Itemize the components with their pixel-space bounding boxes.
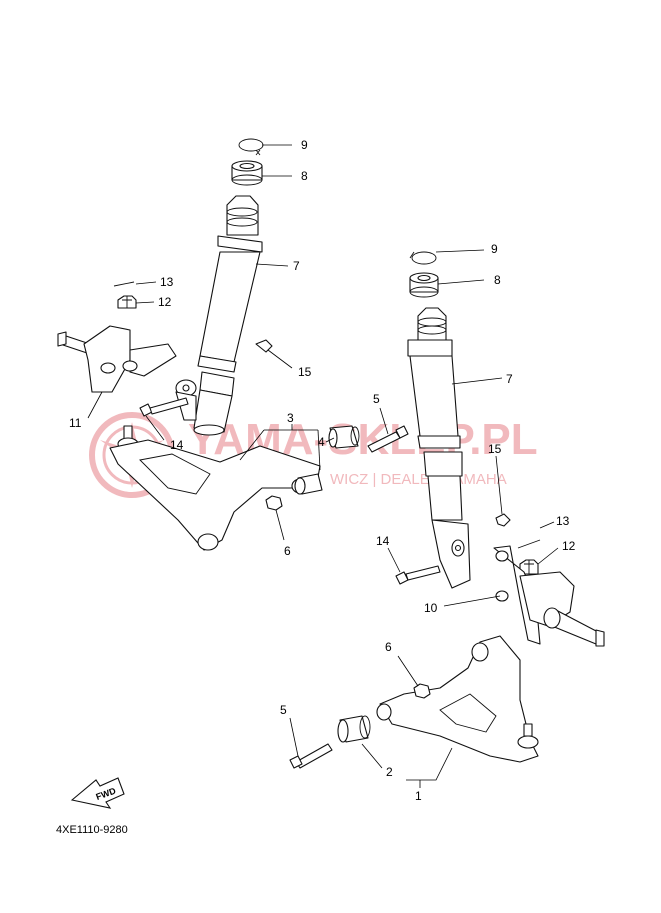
bolt-15-right [495, 513, 511, 527]
callout-14-right: 14 [376, 534, 390, 548]
bolt-15-left [255, 339, 273, 353]
bolt-14-right [395, 565, 441, 585]
castle-nut-left [117, 295, 137, 309]
callout-13-left: 13 [160, 275, 174, 289]
nut-6-right [413, 683, 431, 699]
callout-12-right: 12 [562, 539, 576, 553]
shock-absorber-right [407, 307, 471, 589]
callout-5-upper-right: 5 [373, 392, 380, 406]
callout-8-right: 8 [494, 273, 501, 287]
callout-9-left: 9 [301, 138, 308, 152]
callout-6-left: 6 [284, 544, 291, 558]
callout-2-right: 2 [386, 765, 393, 779]
bushing-left [328, 425, 360, 449]
bolt-5-lower-right [289, 743, 333, 769]
circlip-left [238, 138, 264, 156]
cotter-pin-left [113, 281, 135, 287]
top-nut-left [231, 160, 263, 186]
fwd-arrow-icon: FWD [70, 777, 125, 809]
bolt-14-left [139, 397, 189, 417]
callout-14-left: 14 [170, 438, 184, 452]
callout-7-right: 7 [506, 372, 513, 386]
callout-3-left: 3 [287, 411, 294, 425]
bolt-5-upper-right [367, 425, 409, 453]
callout-11-left: 11 [69, 416, 82, 430]
bushing-right [337, 715, 371, 743]
callout-4-left: 4 [318, 435, 325, 449]
callout-15-right: 15 [488, 442, 502, 456]
callout-12-left: 12 [158, 295, 172, 309]
callout-5-lower-right: 5 [280, 703, 287, 717]
knuckle-left [57, 325, 177, 393]
nut-6-left [265, 495, 283, 511]
knuckle-right [493, 545, 605, 647]
callout-13-right: 13 [556, 514, 570, 528]
collar-left [294, 473, 323, 495]
callout-10-right: 10 [424, 601, 438, 615]
callout-1-right: 1 [415, 789, 422, 803]
shock-absorber-left [175, 195, 263, 436]
watermark-subtitle: WICZ | DEALER YAMAHA [330, 471, 507, 488]
callout-7-left: 7 [293, 259, 300, 273]
callout-15-left: 15 [298, 365, 312, 379]
ball-joint-right [517, 723, 539, 749]
circlip-right [409, 251, 437, 265]
diagram-code: 4XE1110-9280 [56, 824, 128, 836]
right-assembly: 9 8 7 5 15 13 12 14 10 6 5 2 1 [280, 242, 605, 803]
callout-6-right: 6 [385, 640, 392, 654]
lower-arm-right [376, 635, 539, 763]
top-nut-right [409, 272, 439, 298]
left-assembly: 9 8 7 13 12 15 11 14 3 4 6 [57, 138, 360, 558]
callout-9-right: 9 [491, 242, 498, 256]
callout-8-left: 8 [301, 169, 308, 183]
cotter-pin-right [517, 539, 541, 549]
